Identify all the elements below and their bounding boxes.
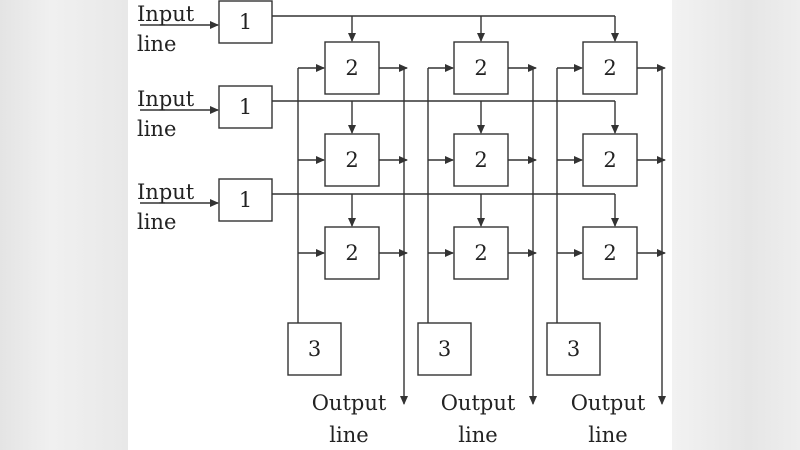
crosspoint-box-r3c3-frame [582,226,638,280]
input-label-2: Input line [137,87,195,141]
labels-layer: InputlineInputlineInputlineOutputlineOut… [137,2,646,447]
input-box-2: 1 [218,85,273,129]
output-box-1-frame [287,322,342,376]
crosspoint-box-r1c3-frame [582,41,638,95]
input-label-2-line1: Input [137,87,195,111]
crosspoint-box-r3c3-label: 2 [603,241,616,265]
crosspoint-box-r2c2-frame [453,133,509,187]
output-box-3-frame [546,322,601,376]
input-box-2-frame [218,85,273,129]
crosspoint-box-r2c2-label: 2 [474,148,487,172]
crosspoint-box-r3c2-label: 2 [474,241,487,265]
crosspoint-box-r1c2-label: 2 [474,56,487,80]
output-box-2-label: 3 [438,337,451,361]
right-blurred-margin [672,0,800,450]
input-box-3-label: 1 [239,188,252,212]
crosspoint-box-r3c2-frame [453,226,509,280]
crosspoint-box-r2c3-label: 2 [603,148,616,172]
output-box-2-frame [417,322,472,376]
input-label-1-line1: Input [137,2,195,26]
crosspoint-box-r2c1-frame [324,133,380,187]
output-label-1: Output line [312,391,387,447]
crosspoint-box-r1c1-frame [324,41,380,95]
crosspoint-box-r1c1-label: 2 [345,56,358,80]
output-label-2-line2: line [458,423,497,447]
left-blurred-margin [0,0,128,450]
output-box-1-label: 3 [308,337,321,361]
output-label-2-line1: Output [441,391,516,415]
output-box-3: 3 [546,322,601,376]
input-box-1: 1 [218,0,273,44]
output-label-3: Output line [571,391,646,447]
input-label-3: Input line [137,180,195,234]
wires-layer [140,15,666,405]
crosspoint-box-r2c1-label: 2 [345,148,358,172]
input-box-2-label: 1 [239,95,252,119]
input-label-1: Input line [137,2,195,56]
input-label-3-line1: Input [137,180,195,204]
output-label-1-line1: Output [312,391,387,415]
output-label-2: Output line [441,391,516,447]
crosspoint-box-r2c3: 2 [582,133,638,187]
crosspoint-box-r1c3: 2 [582,41,638,95]
output-box-1: 3 [287,322,342,376]
boxes-layer: 1 1 1 2 2 2 2 2 2 2 2 2 3 3 3 [218,0,638,376]
input-box-1-label: 1 [239,10,252,34]
crosspoint-box-r2c3-frame [582,133,638,187]
crosspoint-box-r1c3-label: 2 [603,56,616,80]
output-label-3-line2: line [588,423,627,447]
input-box-3: 1 [218,178,273,222]
crosspoint-box-r1c2-frame [453,41,509,95]
input-label-3-line2: line [137,210,176,234]
crosspoint-box-r1c2: 2 [453,41,509,95]
output-box-2: 3 [417,322,472,376]
crosspoint-box-r3c1: 2 [324,226,380,280]
crosspoint-box-r2c1: 2 [324,133,380,187]
crosspoint-box-r3c2: 2 [453,226,509,280]
crosspoint-box-r3c1-label: 2 [345,241,358,265]
input-label-2-line2: line [137,117,176,141]
output-box-3-label: 3 [567,337,580,361]
input-box-1-frame [218,0,273,44]
crosspoint-box-r2c2: 2 [453,133,509,187]
output-label-3-line1: Output [571,391,646,415]
crosspoint-box-r1c1: 2 [324,41,380,95]
crosspoint-box-r3c1-frame [324,226,380,280]
input-label-1-line2: line [137,32,176,56]
crosspoint-box-r3c3: 2 [582,226,638,280]
input-box-3-frame [218,178,273,222]
output-label-1-line2: line [329,423,368,447]
